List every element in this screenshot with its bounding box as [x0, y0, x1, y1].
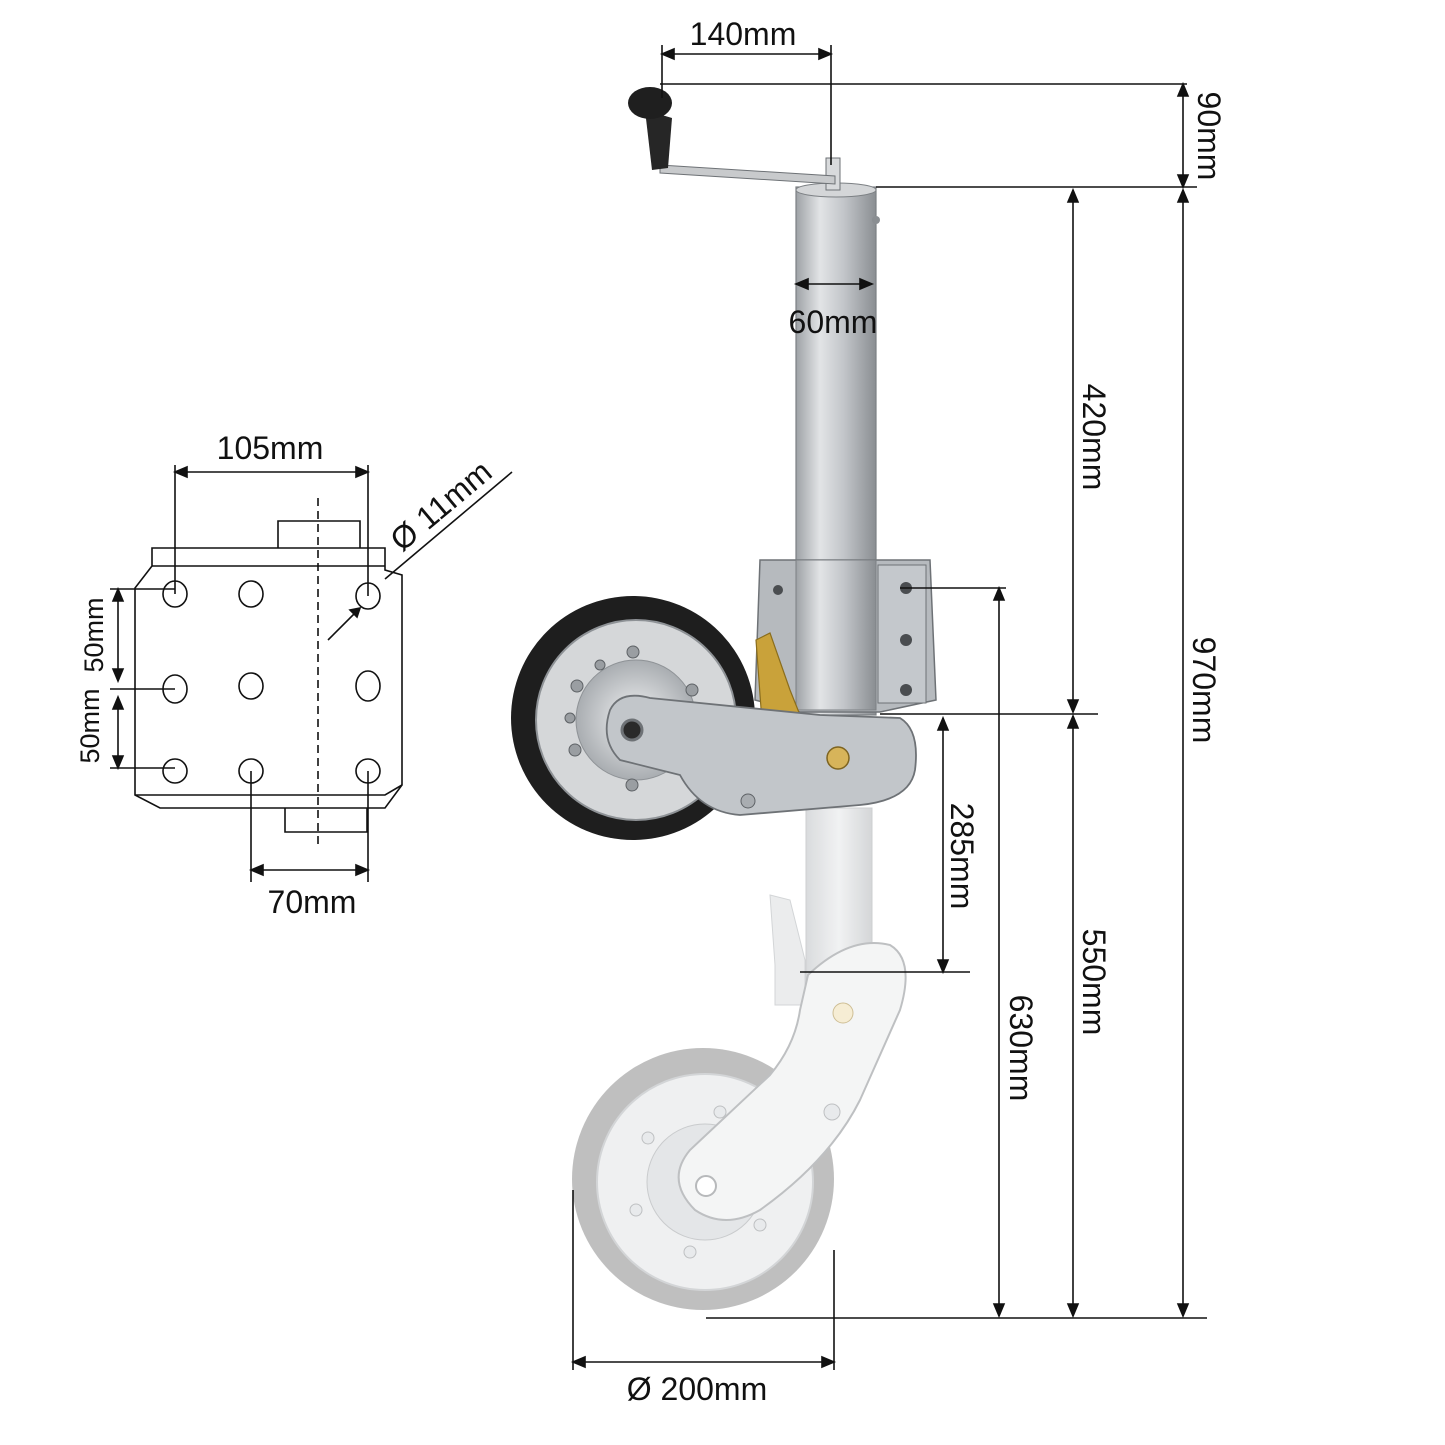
ghost-bolt	[713, 1105, 727, 1119]
wheel-axle	[620, 718, 644, 742]
ghost-bolt	[629, 1203, 643, 1217]
ghost-bolt	[823, 1103, 841, 1121]
crank-knob-stem	[645, 110, 672, 170]
tube-front	[795, 559, 877, 711]
plate-hole	[238, 580, 264, 608]
clamp-hole	[900, 684, 912, 696]
ghost-bolt	[832, 1002, 854, 1024]
clamp-hole	[773, 585, 783, 595]
plate-hole	[162, 758, 188, 784]
crank-pin	[872, 216, 880, 224]
ghost-latch	[769, 894, 806, 1006]
arm-bolt	[826, 746, 850, 770]
label-total-height: 970mm	[1186, 637, 1222, 744]
ghost-bolt	[753, 1218, 767, 1232]
plate-hole	[355, 670, 381, 702]
crank-neck	[825, 157, 841, 191]
label-swing-offset: 285mm	[944, 803, 980, 910]
label-tube-diameter: 60mm	[789, 304, 878, 340]
dim-plate-width	[172, 465, 371, 596]
label-hole-diameter: Ø 11mm	[383, 453, 498, 558]
label-plate-spacing-lower: 50mm	[75, 688, 105, 763]
label-handle-reach: 140mm	[690, 16, 797, 52]
mounting-plate-drawing	[110, 465, 513, 882]
dim-swing-offset	[800, 715, 970, 975]
ghost-axle	[695, 1175, 717, 1197]
dim-tube-length	[1066, 187, 1080, 715]
jockey-wheel-illustration	[511, 87, 937, 1310]
dim-plate-bottom	[248, 771, 371, 882]
plate-hole	[238, 672, 264, 700]
label-plate-width: 105mm	[217, 430, 324, 466]
dim-total-height	[1176, 187, 1190, 1319]
label-plate-spacing-upper: 50mm	[79, 597, 109, 672]
plate-holes	[162, 580, 381, 784]
dim-plate-vertical	[110, 586, 175, 771]
plate-outline	[134, 547, 403, 809]
dim-lower-height	[1066, 713, 1080, 1319]
ghost-position	[572, 807, 907, 1310]
ghost-bolt	[683, 1245, 697, 1259]
dim-hole-diameter	[327, 471, 513, 641]
plate-inner-outline	[135, 565, 403, 796]
label-clamp-height: 630mm	[1003, 995, 1039, 1102]
label-handle-height: 90mm	[1191, 92, 1227, 181]
arm-rivet	[740, 793, 756, 809]
dim-clamp-height	[900, 585, 1006, 1319]
dim-handle-reach	[659, 45, 834, 165]
label-wheel-diameter: Ø 200mm	[627, 1371, 767, 1407]
dim-wheel-diameter	[570, 1190, 837, 1370]
clamp-hole	[900, 634, 912, 646]
swivel-arm	[605, 694, 917, 816]
jack-dimension-lines	[570, 45, 1207, 1370]
dim-tube-diameter	[793, 277, 875, 291]
ghost-bolt	[641, 1131, 655, 1145]
crank-arm	[659, 164, 836, 185]
plate-top-tab	[277, 520, 361, 548]
label-tube-length: 420mm	[1076, 384, 1112, 491]
dim-handle-height	[660, 81, 1197, 190]
label-lower-height: 550mm	[1076, 929, 1112, 1036]
label-plate-bottom-spacing: 70mm	[268, 884, 357, 920]
plate-bottom-tab	[284, 808, 368, 833]
crank-knob	[628, 87, 672, 119]
